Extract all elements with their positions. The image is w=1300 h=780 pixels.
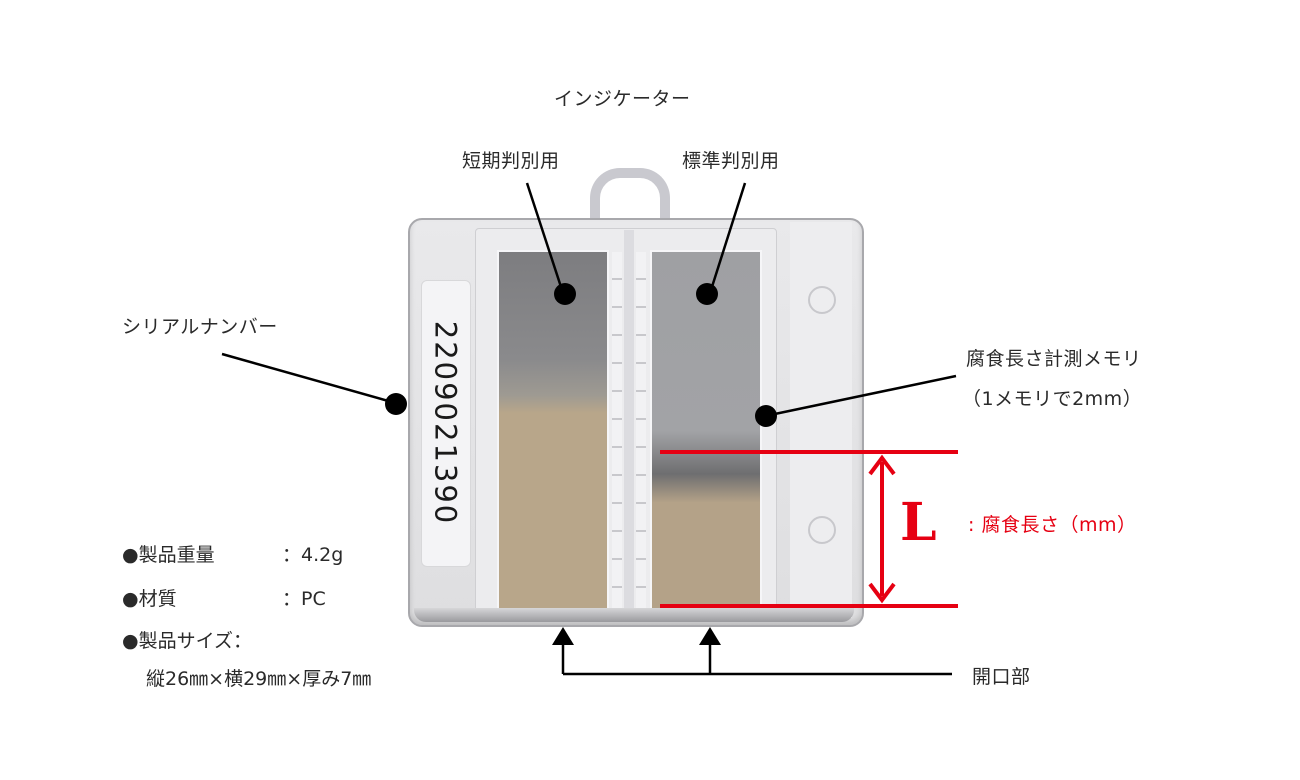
opening-label: 開口部: [972, 666, 1031, 688]
scale-ticks-left: [612, 252, 622, 612]
indicator-title: インジケーター: [554, 88, 691, 110]
mount-mark-bottom: [808, 516, 836, 544]
standard-slot: [650, 250, 762, 612]
spec-size-detail: 縦26㎜×横29㎜×厚み7㎜: [146, 668, 372, 690]
scale-label-line1: 腐食長さ計測メモリ: [966, 348, 1142, 370]
spec-material-key: ●材質: [122, 588, 177, 610]
standard-label: 標準判別用: [682, 150, 780, 172]
length-description: : 腐食長さ（mm）: [968, 514, 1137, 536]
length-symbol: L: [900, 492, 937, 553]
spec-material-value: ：PC: [282, 588, 326, 610]
scale-label-line2: （1メモリで2mm）: [962, 388, 1143, 410]
hanging-loop: [590, 168, 670, 230]
center-divider: [624, 230, 634, 615]
device-bottom-edge: [414, 608, 854, 622]
serial-sticker: [421, 280, 471, 567]
short-term-label: 短期判別用: [462, 150, 560, 172]
spec-size-key: ●製品サイズ：: [122, 630, 253, 652]
mount-mark-top: [808, 286, 836, 314]
serial-number-label: シリアルナンバー: [122, 316, 278, 338]
scale-ticks-right: [636, 252, 646, 612]
spec-weight-value: ：4.2g: [282, 544, 344, 566]
spec-weight-key: ●製品重量: [122, 544, 215, 566]
